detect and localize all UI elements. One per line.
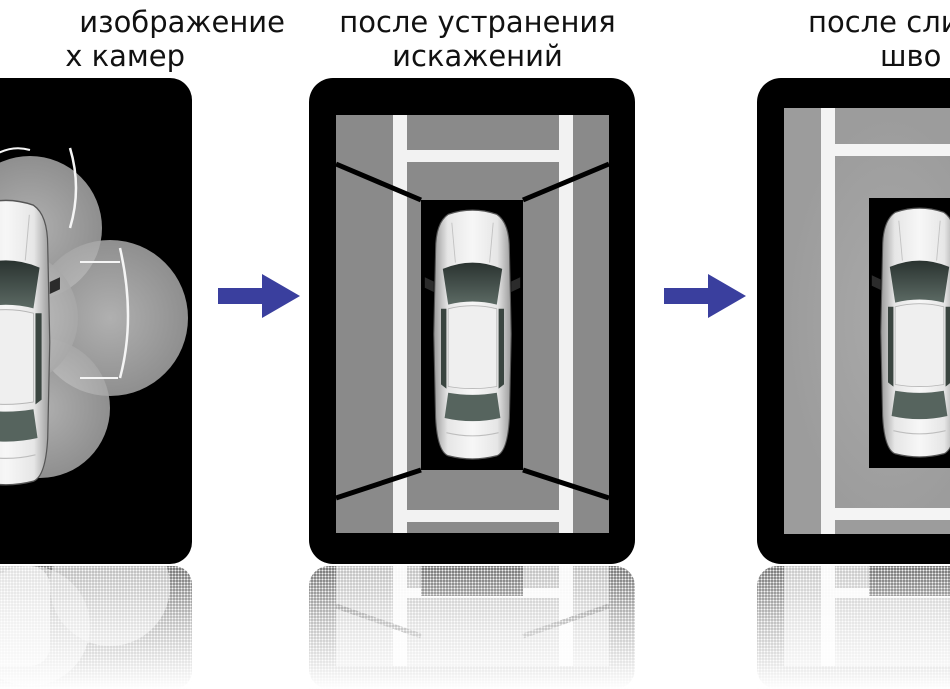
caption-panel-2-line-1: после устранения (339, 5, 616, 39)
caption-panel-1: изображение х камер (0, 5, 285, 73)
caption-panel-3-line-2: шво (880, 39, 942, 73)
panel-undistorted (309, 78, 635, 564)
reflection-panel-3 (757, 566, 950, 689)
caption-panel-2: после устранения искажений (295, 5, 660, 73)
caption-panel-2-line-2: искажений (392, 39, 563, 73)
caption-panel-1-line-1: изображение (79, 5, 285, 39)
caption-panel-3: после сли шво (808, 5, 950, 73)
reflection-panel-2 (309, 566, 635, 689)
right-arrow-icon (218, 274, 300, 318)
caption-panel-1-line-2: х камер (65, 39, 185, 73)
caption-panel-3-line-1: после сли (808, 5, 950, 39)
seam-lines (335, 161, 610, 501)
car-top-view-icon (871, 207, 950, 458)
right-arrow-icon (664, 274, 746, 318)
panel-stitched (757, 78, 950, 564)
car-top-view-icon (424, 209, 521, 460)
reflection-panel-1 (0, 566, 192, 689)
lane-lines (821, 108, 950, 534)
panel-raw-camera-images (0, 78, 192, 564)
lane-lines (393, 115, 573, 533)
